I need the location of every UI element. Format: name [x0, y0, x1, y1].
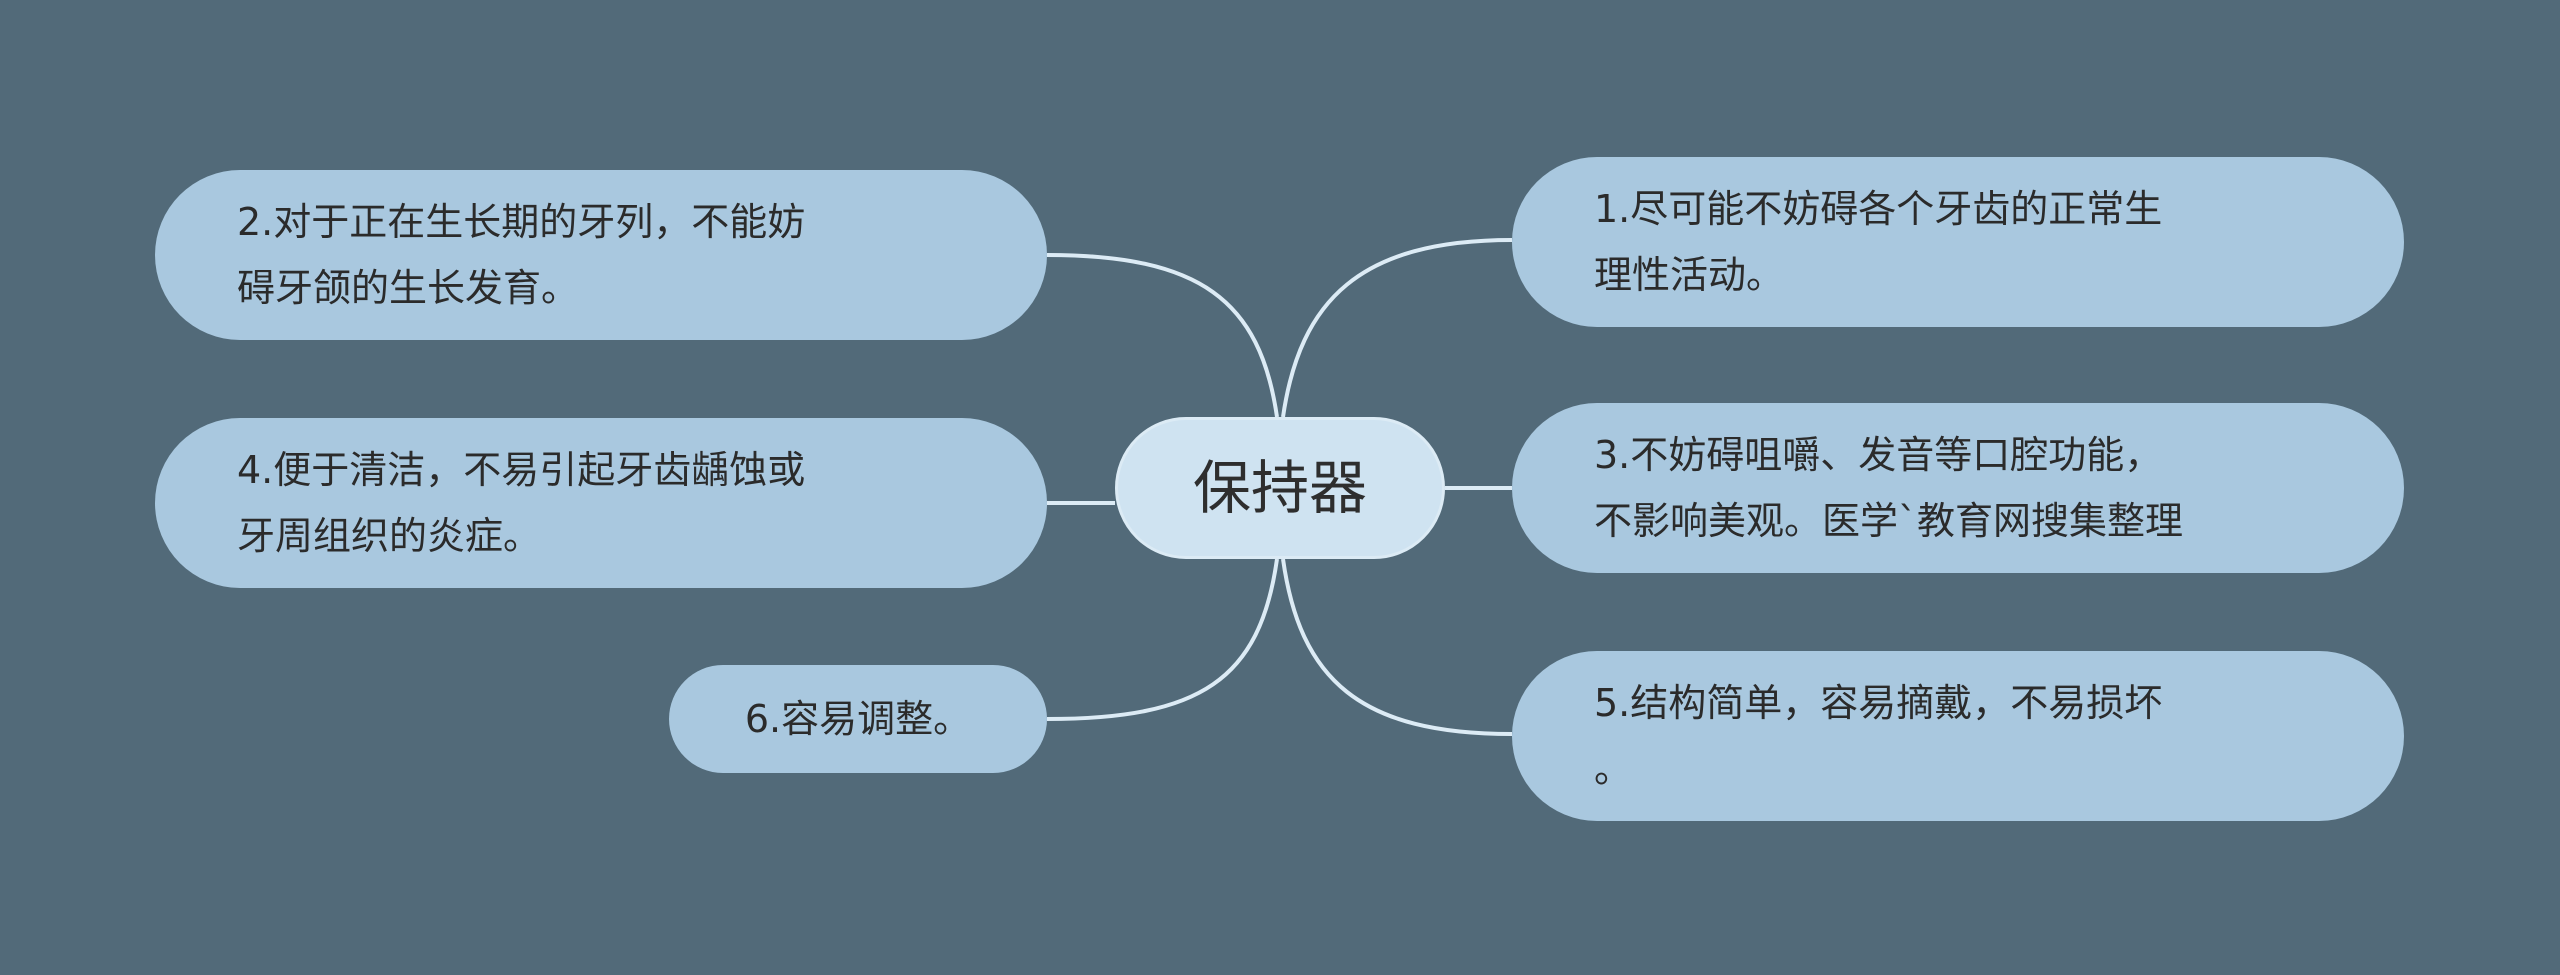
connector-n5 [1281, 558, 1513, 736]
branch-node-1-label: 1.尽可能不妨碍各个牙齿的正常生 理性活动。 [1594, 187, 2163, 297]
branch-node-1[interactable]: 1.尽可能不妨碍各个牙齿的正常生 理性活动。 [1512, 157, 2404, 327]
connector-n6 [1046, 558, 1279, 721]
branch-node-6[interactable]: 6.容易调整。 [669, 665, 1047, 773]
branch-node-5-label: 5.结构简单，容易摘戴，不易损坏 。 [1594, 681, 2163, 791]
branch-node-4[interactable]: 4.便于清洁，不易引起牙齿龋蚀或 牙周组织的炎症。 [155, 418, 1047, 588]
branch-node-2[interactable]: 2.对于正在生长期的牙列，不能妨 碍牙颌的生长发育。 [155, 170, 1047, 340]
branch-node-3-label: 3.不妨碍咀嚼、发音等口腔功能， 不影响美观。医学`教育网搜集整理 [1594, 433, 2184, 543]
branch-node-6-label: 6.容易调整。 [744, 697, 972, 741]
central-topic-node[interactable]: 保持器 [1115, 417, 1445, 559]
branch-node-5[interactable]: 5.结构简单，容易摘戴，不易损坏 。 [1512, 651, 2404, 821]
branch-node-4-label: 4.便于清洁，不易引起牙齿龋蚀或 牙周组织的炎症。 [237, 448, 806, 558]
branch-node-2-label: 2.对于正在生长期的牙列，不能妨 碍牙颌的生长发育。 [237, 200, 806, 310]
connector-n2 [1046, 253, 1279, 418]
central-topic-label: 保持器 [1192, 454, 1367, 522]
branch-node-3[interactable]: 3.不妨碍咀嚼、发音等口腔功能， 不影响美观。医学`教育网搜集整理 [1512, 403, 2404, 573]
connector-n1 [1281, 238, 1513, 418]
